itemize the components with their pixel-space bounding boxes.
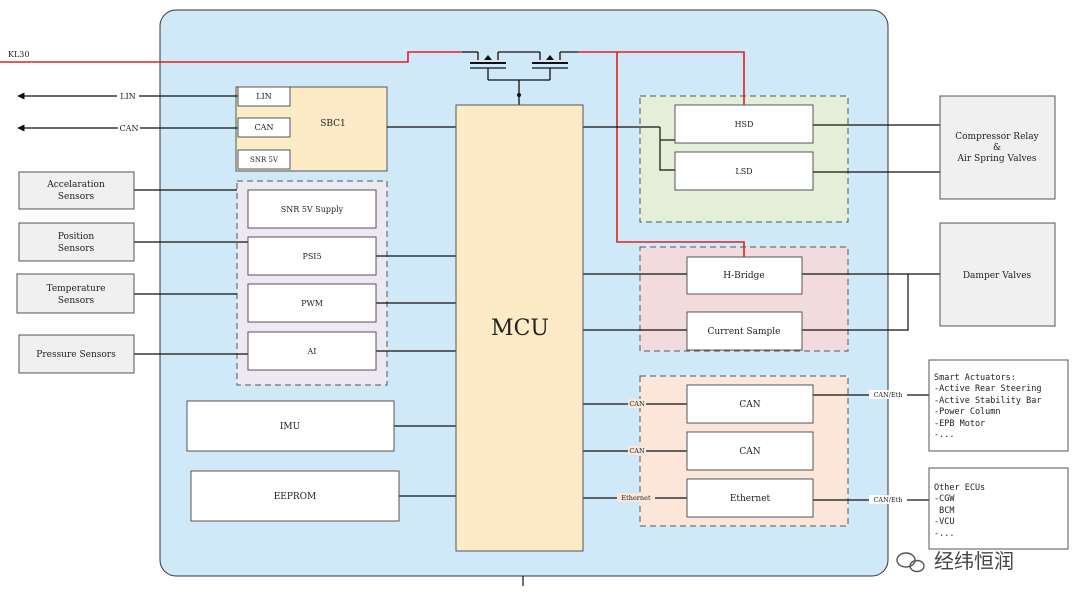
watermark-text: 经纬恒润 [934,549,1014,573]
sbc-title: SBC1 [320,119,346,129]
svg-text:-...: -... [934,529,954,539]
mcu-block [455,104,584,552]
smart-actuators-text: Smart Actuators: -Active Rear Steering -… [934,373,1041,440]
temperature-sensor-label-1: Temperature [47,284,106,294]
hbridge-label: H-Bridge [723,271,765,281]
sbc-can-label: CAN [255,123,274,132]
other-ecus-text: Other ECUs -CGW BCM -VCU -... [934,483,985,539]
hbridge-box [686,256,803,295]
pwm-box [247,283,377,323]
accel-sensor-box [18,171,135,210]
mcu-can2-link-label: CAN [629,447,645,455]
snr-supply-box [247,189,377,229]
svg-text:-CGW: -CGW [934,494,955,504]
ai-label: AI [307,347,317,356]
psi5-label: PSI5 [302,252,321,261]
current-sample-label: Current Sample [708,327,781,337]
imu-box [186,400,395,452]
lsd-box [674,151,814,191]
sbc-snr-box [237,149,291,170]
eeprom-box [190,470,400,522]
svg-text:-...: -... [934,430,954,440]
svg-text:BCM: BCM [934,506,954,516]
position-sensor-label-2: Sensors [58,244,95,254]
pressure-sensor-label: Pressure Sensors [36,350,116,360]
smart-actuators-box [928,359,1069,452]
current-sample-box [686,311,803,351]
temperature-sensor-box [16,273,135,314]
position-sensor-box [18,222,135,262]
position-sensor-label-1: Position [58,232,95,242]
mosfet-pair-icon [462,51,578,105]
sbc-lin-label: LIN [256,92,271,101]
lin-bus-label: LIN [120,92,135,101]
hsd-box [674,104,814,144]
compressor-box [939,95,1056,200]
svg-text:Other ECUs: Other ECUs [934,483,985,493]
pressure-sensor-box [18,334,135,374]
eeprom-label: EEPROM [274,492,317,502]
svg-text:-Active Rear Steering: -Active Rear Steering [934,384,1041,394]
sbc-snr-label: SNR 5V [250,156,279,164]
svg-text:-VCU: -VCU [934,517,954,527]
mcu-can1-link-label: CAN [629,400,645,408]
accel-sensor-label-1: Accelaration [46,180,105,190]
svg-text:-Active Stability Bar: -Active Stability Bar [934,396,1041,406]
comm-eth-label: Ethernet [730,494,771,504]
power-lines [0,51,745,257]
ai-box [247,331,377,371]
compressor-label-2: & [993,143,1001,153]
comm-can1-label: CAN [739,400,760,410]
can-bus-label: CAN [120,124,139,133]
sbc-lin-box [237,86,291,107]
other-ecus-box [928,467,1069,550]
svg-text:-Power Column: -Power Column [934,407,1001,417]
mcu-label: MCU [491,316,549,341]
snr-supply-label: SNR 5V Supply [281,205,344,214]
wechat-logo-icon [896,552,925,573]
temperature-sensor-label-2: Sensors [58,296,95,306]
actuator-link-label: CAN/Eth [873,391,902,399]
svg-text:-EPB Motor: -EPB Motor [934,419,985,429]
sbc-can-box [237,117,291,138]
svg-text:Smart Actuators:: Smart Actuators: [934,373,1016,383]
compressor-label-3: Air Spring Valves [956,154,1036,164]
imu-label: IMU [280,422,301,432]
hsd-label: HSD [735,120,754,129]
accel-sensor-label-2: Sensors [58,192,95,202]
comm-can2-label: CAN [739,447,760,457]
psi5-box [247,236,377,276]
k130-label: KL30 [8,50,29,59]
ecu-link-label: CAN/Eth [873,496,902,504]
damper-label: Damper Valves [963,271,1032,281]
compressor-label-1: Compressor Relay [955,132,1039,142]
lsd-label: LSD [735,167,752,176]
comm-can2-box [686,431,814,471]
pwm-label: PWM [301,299,323,308]
damper-box [939,222,1056,327]
comm-eth-box [686,478,814,518]
comm-can1-box [686,384,814,424]
mcu-eth-link-label: Ethernet [621,494,651,502]
mosfet-gates-icon [484,55,554,97]
